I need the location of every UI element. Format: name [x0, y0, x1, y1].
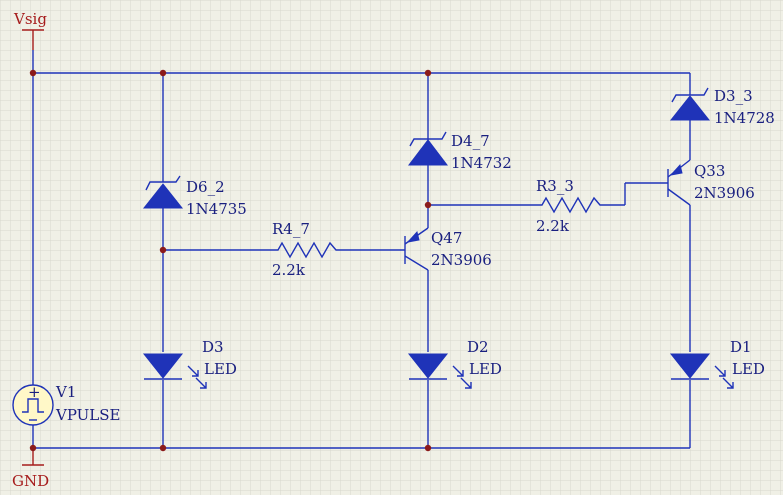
resistor-r4-7[interactable]: R4_7 2.2k	[270, 220, 343, 279]
svg-text:+: +	[28, 383, 41, 401]
d3-3-value: 1N4728	[714, 109, 775, 127]
junction-dot	[424, 201, 432, 209]
zener-d6-2[interactable]: D6_2 1N4735	[142, 175, 247, 218]
v1-value: VPULSE	[55, 406, 121, 424]
pnp-transistor-q33[interactable]: Q33 2N3906	[667, 159, 755, 206]
d6-2-value: 1N4735	[186, 200, 247, 218]
d1-value: LED	[732, 360, 765, 378]
gnd-label: GND	[12, 472, 49, 490]
d3-3-ref: D3_3	[714, 87, 753, 105]
r4-7-value: 2.2k	[272, 261, 306, 279]
q33-ref: Q33	[694, 162, 725, 180]
r3-3-ref: R3_3	[536, 177, 574, 195]
v1-ref: V1	[55, 383, 76, 401]
resistor-r3-3[interactable]: R3_3 2.2k	[535, 177, 605, 235]
vsig-power-symbol[interactable]: Vsig	[13, 10, 47, 50]
zener-d4-7[interactable]: D4_7 1N4732	[407, 131, 512, 172]
d4-7-ref: D4_7	[451, 132, 490, 150]
d4-7-value: 1N4732	[451, 154, 512, 172]
junction-dot	[159, 69, 167, 77]
led-d3[interactable]: D3 LED	[142, 338, 237, 389]
d2-ref: D2	[467, 338, 489, 356]
d6-2-ref: D6_2	[186, 178, 225, 196]
junction-dot	[29, 69, 37, 77]
zener-d3-3[interactable]: D3_3 1N4728	[669, 87, 775, 127]
vsig-label: Vsig	[13, 10, 47, 28]
r3-3-value: 2.2k	[536, 217, 570, 235]
d2-value: LED	[469, 360, 502, 378]
wires	[32, 50, 691, 449]
v1-pulse-source[interactable]: + V1 VPULSE	[12, 383, 121, 426]
junction-dot	[159, 246, 167, 254]
d3-ref: D3	[202, 338, 224, 356]
junction-dot	[29, 444, 37, 452]
d3-value: LED	[204, 360, 237, 378]
q33-value: 2N3906	[694, 184, 755, 202]
q47-ref: Q47	[431, 229, 462, 247]
led-d2[interactable]: D2 LED	[407, 338, 502, 389]
pnp-transistor-q47[interactable]: Q47 2N3906	[404, 227, 492, 271]
q47-value: 2N3906	[431, 251, 492, 269]
led-d1[interactable]: D1 LED	[669, 338, 765, 389]
junction-dot	[424, 69, 432, 77]
d1-ref: D1	[730, 338, 752, 356]
junction-dot	[424, 444, 432, 452]
junctions	[29, 69, 432, 452]
junction-dot	[159, 444, 167, 452]
r4-7-ref: R4_7	[272, 220, 310, 238]
